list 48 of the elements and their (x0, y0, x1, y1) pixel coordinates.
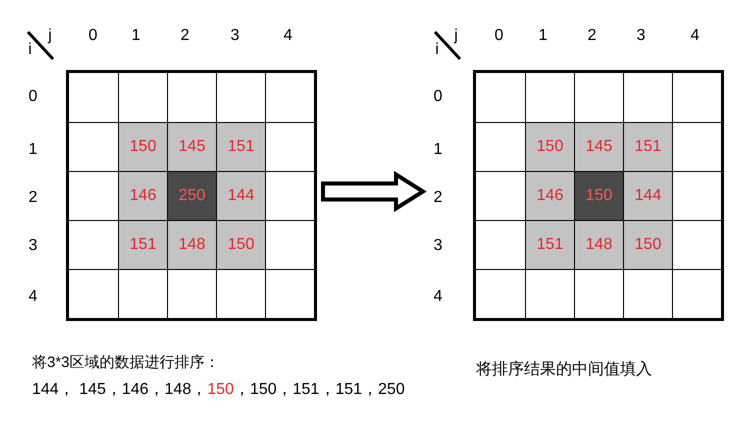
table-cell: 151 (623, 122, 673, 172)
table-cell: 145 (574, 122, 624, 172)
caption-text: 将排序结果的中间值填入 (476, 361, 652, 379)
table-cell: 148 (574, 220, 624, 270)
column-header: 1 (132, 28, 140, 44)
column-header: 4 (690, 28, 700, 44)
row-header: 2 (434, 190, 442, 206)
column-header: 2 (588, 28, 596, 44)
table-cell: 150 (118, 122, 168, 172)
matrix-grid (473, 70, 724, 321)
highlighted-cell: 150 (574, 171, 624, 221)
row-header: 1 (434, 142, 442, 158)
row-header: 0 (28, 89, 38, 105)
row-header: 3 (28, 238, 38, 254)
column-header: 4 (284, 28, 292, 44)
axis-label: i (28, 42, 32, 58)
table-cell: 144 (216, 171, 266, 221)
table-cell: 146 (525, 171, 575, 221)
column-header: 3 (230, 28, 240, 44)
column-header: 0 (494, 28, 504, 44)
table-cell: 151 (216, 122, 266, 172)
table-cell: 144 (623, 171, 673, 221)
row-header: 1 (28, 142, 38, 158)
table-cell: 151 (118, 220, 168, 270)
table-cell: 151 (525, 220, 575, 270)
row-header: 0 (434, 89, 442, 105)
caption-text: 将3*3区域的数据进行排序： (32, 354, 220, 372)
sorted-values-text: 144， 145，146，148，150，150，151，151，250 (32, 381, 405, 399)
column-header: 0 (88, 28, 98, 44)
table-cell: 145 (167, 122, 217, 172)
column-header: 1 (538, 28, 548, 44)
table-cell: 150 (216, 220, 266, 270)
axis-label: i (435, 42, 439, 58)
block-arrow (321, 170, 427, 212)
highlighted-cell: 250 (167, 171, 217, 221)
row-header: 3 (434, 238, 442, 254)
column-header: 3 (636, 28, 646, 44)
row-header: 4 (434, 289, 442, 305)
matrix-grid (66, 70, 317, 321)
table-cell: 150 (623, 220, 673, 270)
axis-label: j (48, 28, 52, 44)
axis-label: j (454, 28, 458, 44)
table-cell: 148 (167, 220, 217, 270)
table-cell: 146 (118, 171, 168, 221)
column-header: 2 (180, 28, 190, 44)
table-cell: 150 (525, 122, 575, 172)
row-header: 4 (28, 289, 38, 305)
row-header: 2 (28, 190, 38, 206)
